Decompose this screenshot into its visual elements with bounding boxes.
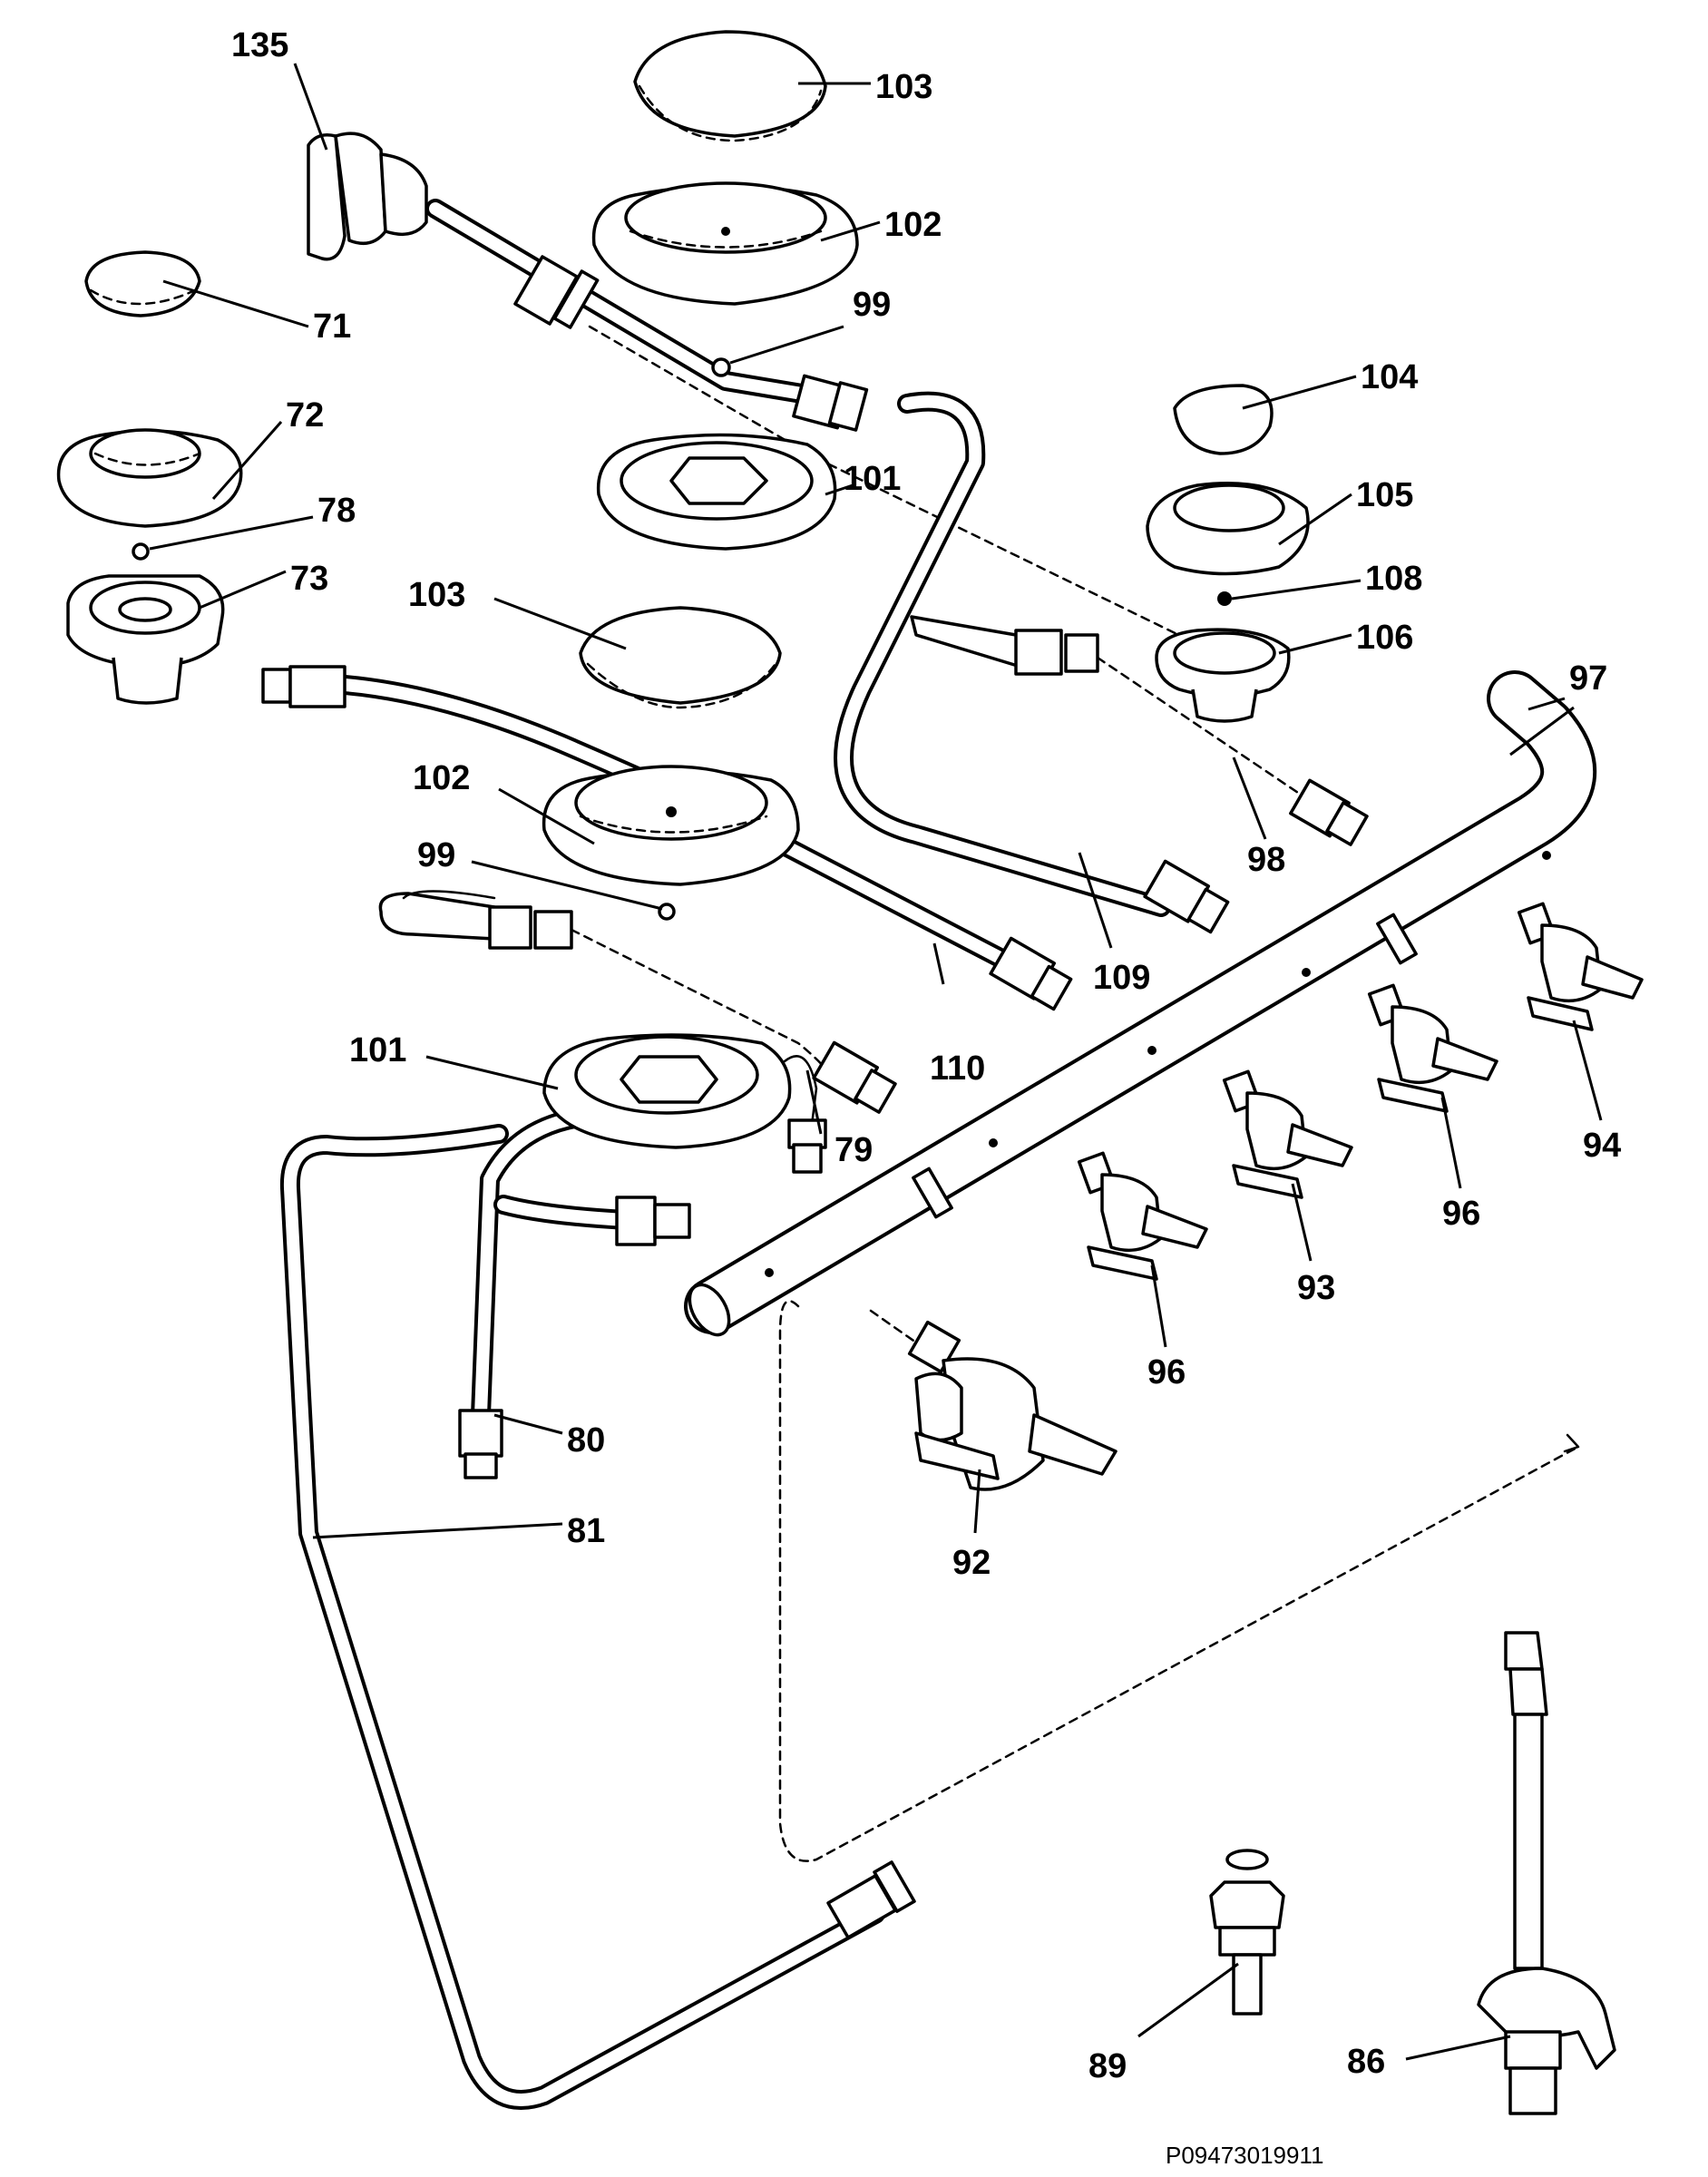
screw-108 [1217, 579, 1362, 606]
leader-97b [1509, 706, 1575, 757]
label-98: 98 [1247, 841, 1285, 879]
label-110: 110 [930, 1049, 985, 1088]
label-101-top: 101 [844, 460, 901, 498]
burner-base-101-top [596, 433, 854, 551]
drawing-code: P09473019911 [1166, 2142, 1323, 2169]
valve-135-assembly [293, 63, 1199, 646]
thermocouple-98 [910, 615, 1369, 846]
leader-81 [312, 1522, 563, 1539]
label-99-top: 99 [853, 286, 891, 324]
inlet-pipe-86 [1405, 1631, 1616, 2115]
burner-base-106 [1155, 628, 1352, 723]
burner-cap-71 [84, 250, 309, 328]
label-103-mid: 103 [408, 576, 465, 614]
label-89: 89 [1088, 2047, 1127, 2085]
part-labels: 135 103 102 99 71 104 72 101 105 78 108 … [231, 26, 1621, 2085]
label-135: 135 [231, 26, 288, 64]
label-102-top: 102 [884, 206, 942, 244]
gas-valve-93 [1222, 1069, 1353, 1262]
label-99-mid: 99 [417, 836, 455, 874]
burner-cap-104 [1173, 375, 1357, 455]
gas-pipe-81 [279, 1124, 916, 2110]
label-102-mid: 102 [413, 759, 470, 797]
gas-valve-96-left [1077, 1151, 1208, 1348]
label-72: 72 [286, 396, 324, 434]
label-81: 81 [567, 1512, 605, 1550]
fitting-89 [1137, 1849, 1285, 2038]
label-79: 79 [834, 1131, 873, 1169]
burner-72 [56, 421, 283, 528]
gas-manifold-rail [684, 670, 1597, 1337]
label-78: 78 [317, 492, 356, 530]
label-96-right: 96 [1442, 1195, 1480, 1233]
burner-base-101-mid [425, 1033, 827, 1174]
leader-80 [493, 1413, 563, 1435]
label-94: 94 [1583, 1127, 1621, 1165]
label-105: 105 [1356, 476, 1413, 514]
screw-78 [132, 515, 314, 561]
label-80: 80 [567, 1421, 605, 1459]
label-103-top: 103 [875, 68, 932, 106]
burner-crown-102-top [591, 181, 881, 306]
label-106: 106 [1356, 619, 1413, 657]
screw-99-top [711, 325, 844, 377]
gas-valve-96-right [1367, 983, 1498, 1189]
label-86: 86 [1347, 2043, 1385, 2081]
burner-crown-105 [1146, 482, 1352, 576]
burner-cap-103-mid [493, 597, 782, 709]
thermocouple-99-mid [378, 860, 897, 1114]
burner-crown-102-mid [498, 765, 800, 886]
burner-cap-103-top [633, 30, 871, 142]
label-109: 109 [1093, 959, 1150, 997]
label-93: 93 [1297, 1269, 1335, 1307]
gas-valve-94 [1517, 902, 1644, 1121]
gas-valve-92 [869, 1309, 1118, 1534]
label-97: 97 [1569, 659, 1607, 698]
leader-97 [1527, 697, 1566, 711]
label-104: 104 [1361, 358, 1418, 396]
gas-pipe-109 [792, 374, 1230, 949]
burner-base-73 [66, 570, 287, 705]
label-96-left: 96 [1147, 1353, 1186, 1391]
label-71: 71 [313, 308, 351, 346]
label-73: 73 [290, 560, 328, 598]
ignition-wire [778, 1300, 1580, 1862]
label-92: 92 [952, 1544, 991, 1582]
label-101-mid: 101 [349, 1031, 406, 1069]
label-108: 108 [1365, 560, 1422, 598]
